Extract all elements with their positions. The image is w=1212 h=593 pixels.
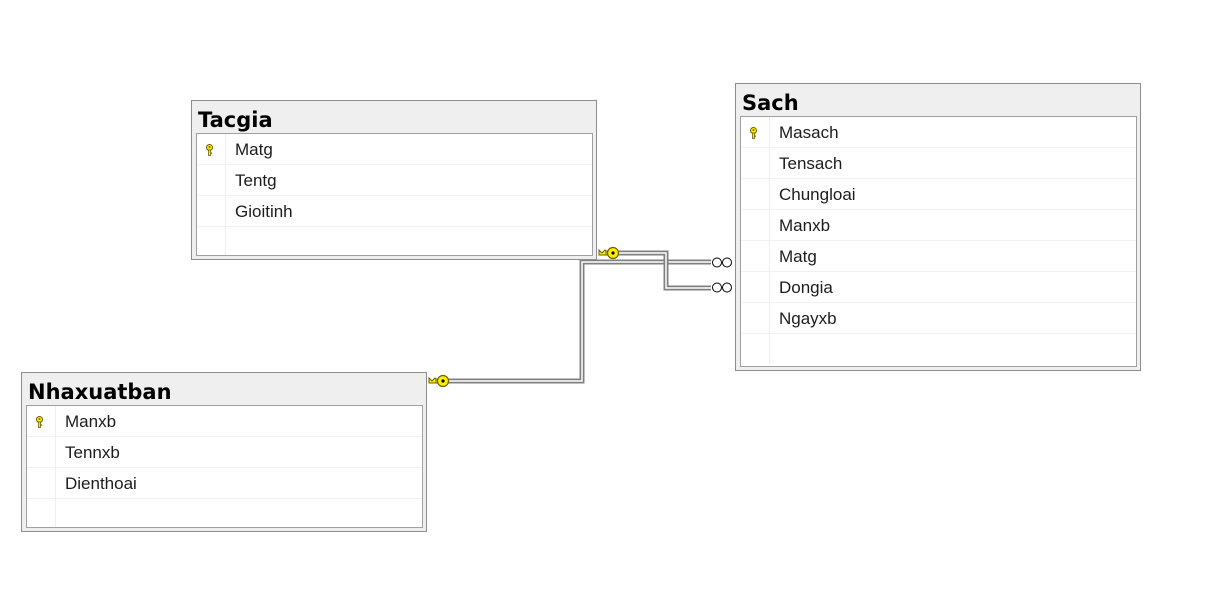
row-selector[interactable]	[741, 303, 770, 334]
new-column-row[interactable]	[27, 499, 422, 527]
column-row[interactable]: Manxb	[27, 406, 422, 437]
key-icon	[750, 127, 757, 139]
table-columns: Matg Tentg Gioitinh	[196, 133, 593, 256]
row-selector[interactable]	[27, 468, 56, 499]
table-columns: Masach Tensach Chungloai Manxb Matg Dong…	[740, 116, 1137, 367]
infinity-connector-icon	[711, 257, 735, 268]
column-row[interactable]: Ngayxb	[741, 303, 1136, 334]
column-row[interactable]: Manxb	[741, 210, 1136, 241]
key-icon	[206, 144, 213, 156]
relationship-tacgia-sach[interactable]	[616, 250, 736, 291]
column-name: Matg	[235, 140, 273, 159]
column-row[interactable]: Tensach	[741, 148, 1136, 179]
row-selector[interactable]	[741, 117, 770, 148]
column-row[interactable]: Chungloai	[741, 179, 1136, 210]
column-row[interactable]: Tennxb	[27, 437, 422, 468]
column-name: Tentg	[235, 171, 277, 190]
row-selector[interactable]	[27, 437, 56, 468]
column-row[interactable]: Matg	[197, 134, 592, 165]
key-connector-icon	[598, 246, 620, 260]
column-name: Ngayxb	[779, 309, 837, 328]
column-row[interactable]: Masach	[741, 117, 1136, 148]
table-columns: Manxb Tennxb Dienthoai	[26, 405, 423, 528]
row-selector[interactable]	[197, 196, 226, 227]
column-row[interactable]: Matg	[741, 241, 1136, 272]
key-connector-icon	[428, 374, 450, 388]
row-selector[interactable]	[741, 210, 770, 241]
column-name: Gioitinh	[235, 202, 293, 221]
column-name: Dongia	[779, 278, 833, 297]
column-row[interactable]: Gioitinh	[197, 196, 592, 227]
table-tacgia[interactable]: Tacgia Matg Tentg Gioitinh	[191, 100, 597, 260]
table-sach[interactable]: Sach Masach Tensach Chungloai Manxb Matg…	[735, 83, 1141, 371]
row-selector[interactable]	[197, 165, 226, 196]
row-selector[interactable]	[741, 272, 770, 303]
new-column-row[interactable]	[197, 227, 592, 255]
column-row[interactable]: Dongia	[741, 272, 1136, 303]
table-title[interactable]: Tacgia	[198, 108, 273, 132]
column-name: Manxb	[779, 216, 831, 235]
table-nhaxuatban[interactable]: Nhaxuatban Manxb Tennxb Dienthoai	[21, 372, 427, 532]
key-icon	[36, 416, 43, 428]
column-row[interactable]: Tentg	[197, 165, 592, 196]
row-selector[interactable]	[741, 334, 770, 365]
new-column-row[interactable]	[741, 334, 1136, 365]
row-selector[interactable]	[197, 134, 226, 165]
row-selector[interactable]	[197, 227, 226, 255]
row-selector[interactable]	[741, 179, 770, 210]
row-selector[interactable]	[741, 148, 770, 179]
column-row[interactable]: Dienthoai	[27, 468, 422, 499]
column-name: Tennxb	[65, 443, 120, 462]
row-selector[interactable]	[741, 241, 770, 272]
column-name: Masach	[779, 123, 839, 142]
row-selector[interactable]	[27, 499, 56, 527]
column-name: Manxb	[65, 412, 117, 431]
table-title[interactable]: Nhaxuatban	[28, 380, 172, 404]
row-selector[interactable]	[27, 406, 56, 437]
column-name: Dienthoai	[65, 474, 137, 493]
table-title[interactable]: Sach	[742, 91, 799, 115]
infinity-connector-icon	[711, 282, 735, 293]
relationship-nhaxuatban-sach[interactable]	[446, 259, 736, 384]
column-name: Tensach	[779, 154, 843, 173]
column-name: Matg	[779, 247, 817, 266]
column-name: Chungloai	[779, 185, 856, 204]
